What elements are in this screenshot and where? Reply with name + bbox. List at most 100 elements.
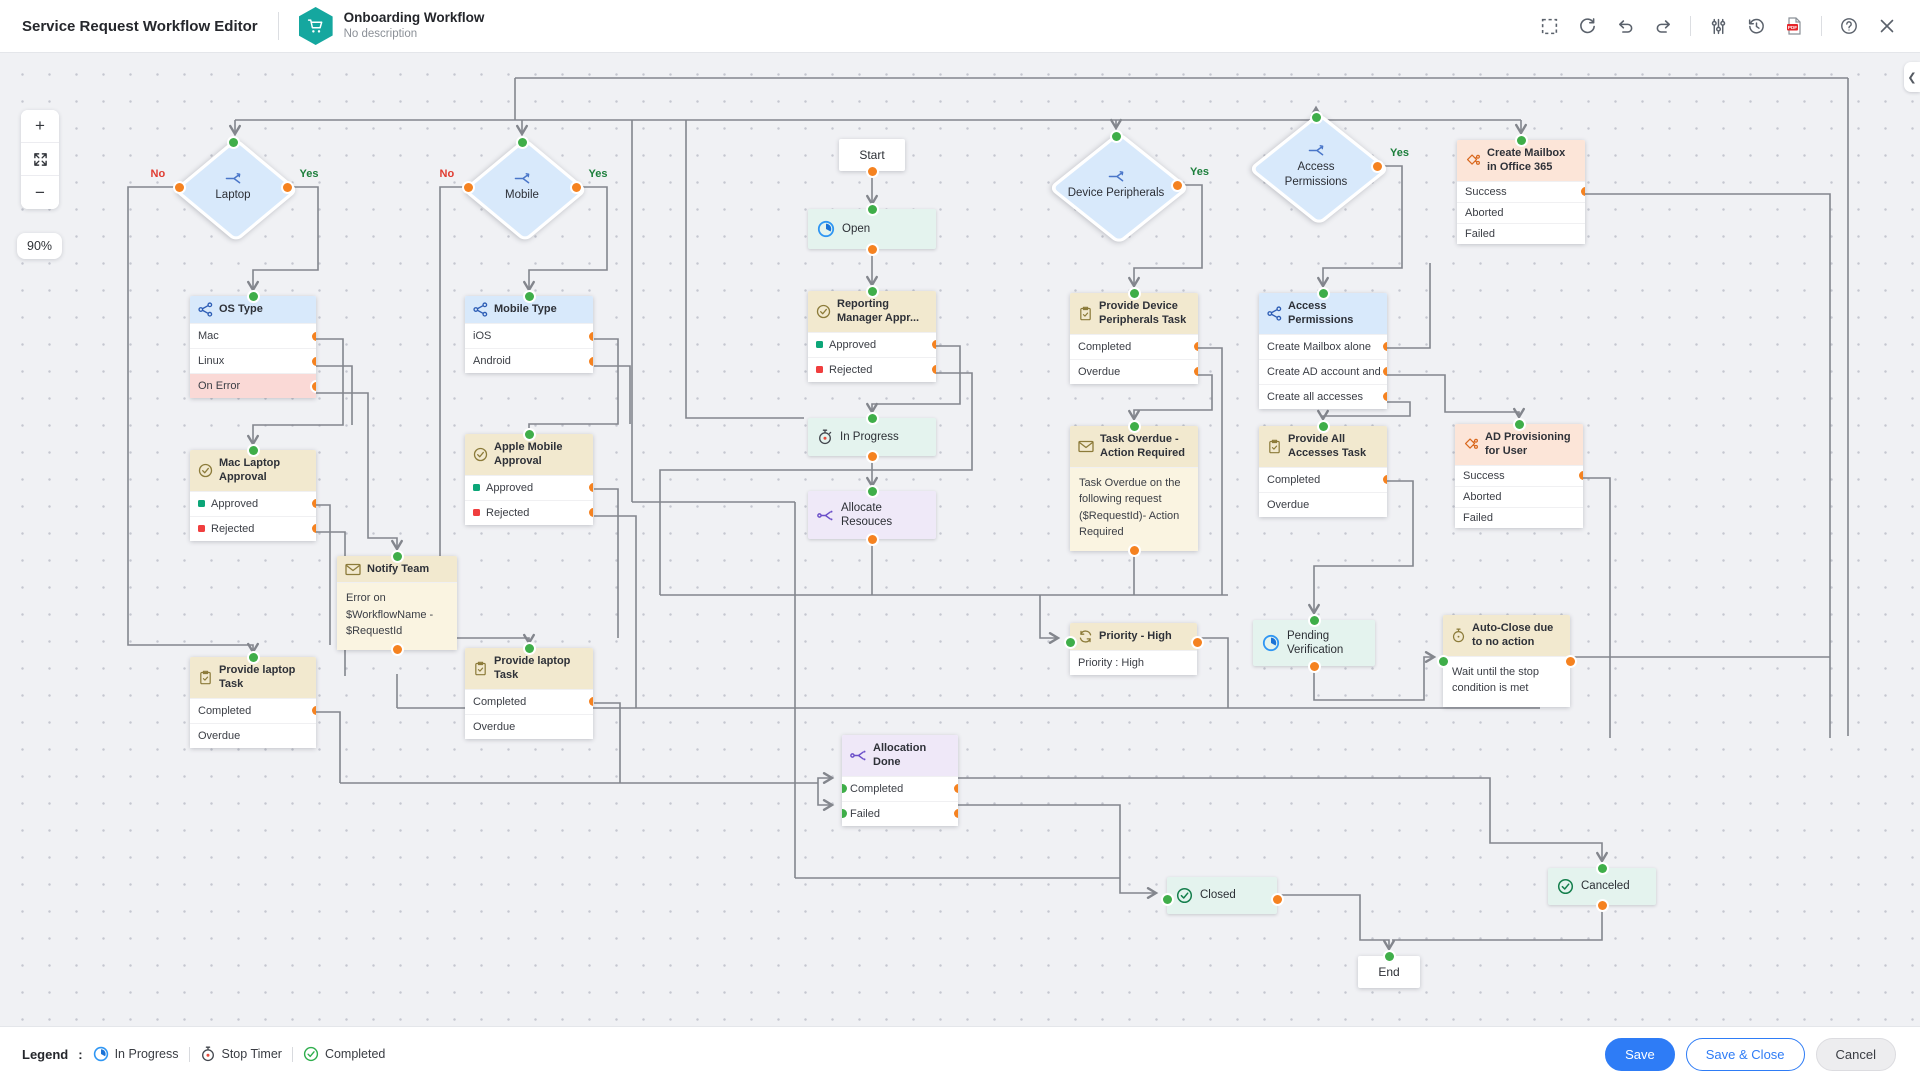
connector-port[interactable] bbox=[392, 551, 402, 561]
connector-port[interactable] bbox=[588, 508, 593, 518]
connector-port[interactable] bbox=[1382, 342, 1387, 352]
card-row[interactable]: Create all accesses bbox=[1259, 383, 1387, 409]
connector-port[interactable] bbox=[867, 166, 877, 176]
connector-port[interactable] bbox=[524, 429, 534, 439]
connector-port[interactable] bbox=[1129, 421, 1139, 431]
connector-port[interactable] bbox=[1311, 113, 1321, 122]
card-row[interactable]: Success bbox=[1455, 464, 1583, 486]
connector-port[interactable] bbox=[1129, 546, 1139, 556]
end-node[interactable]: End bbox=[1358, 951, 1420, 988]
connector-port[interactable] bbox=[1382, 367, 1387, 377]
card-row[interactable]: On Error bbox=[190, 373, 316, 398]
allocate-resources-status[interactable]: Allocate Resouces bbox=[808, 486, 936, 544]
start-node[interactable]: Start bbox=[839, 139, 905, 176]
card-row[interactable]: Create Mailbox alone bbox=[1259, 333, 1387, 359]
connector-port[interactable] bbox=[588, 331, 593, 341]
connector-port[interactable] bbox=[1382, 392, 1387, 402]
connector-port[interactable] bbox=[842, 784, 847, 794]
card-row[interactable]: Mac bbox=[190, 323, 316, 348]
card-row[interactable]: Overdue bbox=[1259, 491, 1387, 517]
connector-port[interactable] bbox=[588, 697, 593, 707]
card-row[interactable]: Failed bbox=[1457, 222, 1585, 244]
in-progress-status[interactable]: In Progress bbox=[808, 413, 936, 461]
connector-port[interactable] bbox=[1129, 288, 1139, 298]
connector-port[interactable] bbox=[524, 643, 534, 653]
card-row[interactable]: Rejected bbox=[190, 515, 316, 541]
marquee-select-icon[interactable] bbox=[1534, 11, 1564, 41]
card-row[interactable]: Priority : High bbox=[1070, 650, 1197, 675]
closed-status[interactable]: Closed bbox=[1162, 877, 1282, 914]
connector-port[interactable] bbox=[524, 291, 534, 301]
connector-port[interactable] bbox=[311, 356, 316, 366]
connector-port[interactable] bbox=[1173, 180, 1182, 190]
connector-port[interactable] bbox=[1272, 895, 1282, 904]
card-row[interactable]: Completed bbox=[1259, 466, 1387, 492]
connector-port[interactable] bbox=[311, 499, 316, 509]
connector-port[interactable] bbox=[248, 291, 258, 301]
help-icon[interactable] bbox=[1834, 11, 1864, 41]
connector-port[interactable] bbox=[311, 381, 316, 391]
connector-port[interactable] bbox=[1162, 895, 1172, 904]
connector-port[interactable] bbox=[867, 244, 877, 254]
card-row[interactable]: iOS bbox=[465, 323, 593, 348]
connector-port[interactable] bbox=[867, 204, 877, 214]
connector-port[interactable] bbox=[571, 182, 581, 192]
card-row[interactable]: Completed bbox=[465, 688, 593, 714]
connector-port[interactable] bbox=[1111, 132, 1121, 141]
connector-port[interactable] bbox=[588, 356, 593, 366]
connector-port[interactable] bbox=[1516, 135, 1526, 145]
connector-port[interactable] bbox=[867, 534, 877, 544]
connector-port[interactable] bbox=[1384, 951, 1394, 961]
card-row[interactable]: Create AD account and.. bbox=[1259, 358, 1387, 384]
card-row[interactable]: Completed bbox=[842, 775, 958, 801]
card-row[interactable]: Aborted bbox=[1457, 201, 1585, 223]
connector-port[interactable] bbox=[588, 483, 593, 493]
connector-port[interactable] bbox=[1373, 161, 1382, 171]
connector-port[interactable] bbox=[174, 182, 184, 192]
connector-port[interactable] bbox=[1318, 288, 1328, 298]
card-row[interactable]: Approved bbox=[190, 490, 316, 516]
open-status[interactable]: Open bbox=[808, 204, 936, 254]
card-row[interactable]: Approved bbox=[465, 474, 593, 500]
undo-icon[interactable] bbox=[1610, 11, 1640, 41]
connector-port[interactable] bbox=[248, 652, 258, 662]
zoom-level-badge[interactable]: 90% bbox=[17, 233, 63, 259]
card-row[interactable]: Completed bbox=[1070, 333, 1198, 359]
zoom-in-button[interactable]: + bbox=[21, 110, 59, 143]
canceled-status[interactable]: Canceled bbox=[1548, 863, 1656, 910]
close-icon[interactable] bbox=[1872, 11, 1902, 41]
connector-port[interactable] bbox=[1309, 615, 1319, 625]
connector-port[interactable] bbox=[1597, 863, 1607, 873]
card-row[interactable]: Failed bbox=[1455, 506, 1583, 528]
connector-port[interactable] bbox=[463, 182, 473, 192]
connector-port[interactable] bbox=[1597, 900, 1607, 910]
connector-port[interactable] bbox=[1309, 661, 1319, 671]
settings-sliders-icon[interactable] bbox=[1703, 11, 1733, 41]
card-row[interactable]: Overdue bbox=[465, 713, 593, 739]
redo-icon[interactable] bbox=[1648, 11, 1678, 41]
card-row[interactable]: Overdue bbox=[1070, 358, 1198, 384]
connector-port[interactable] bbox=[311, 331, 316, 341]
connector-port[interactable] bbox=[867, 486, 877, 496]
card-row[interactable]: Success bbox=[1457, 180, 1585, 202]
connector-port[interactable] bbox=[931, 340, 936, 350]
zoom-out-button[interactable]: − bbox=[21, 176, 59, 209]
connector-port[interactable] bbox=[517, 138, 527, 147]
connector-port[interactable] bbox=[1193, 342, 1198, 352]
connector-port[interactable] bbox=[1565, 657, 1575, 666]
